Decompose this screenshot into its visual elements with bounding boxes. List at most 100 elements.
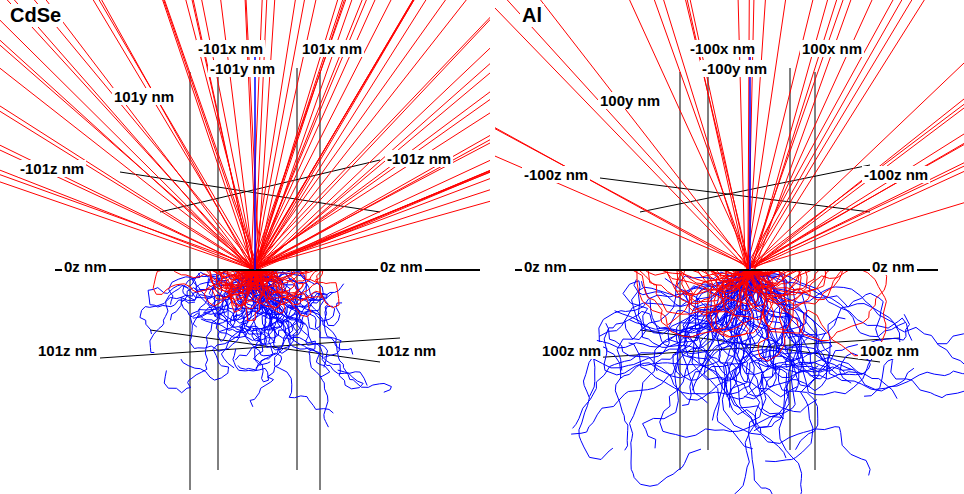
axis-label: 101z nm <box>36 342 99 359</box>
backscatter-path <box>750 270 798 287</box>
electron-path <box>750 270 964 391</box>
electron-path <box>750 270 964 368</box>
axis-label: -101x nm <box>196 40 265 57</box>
electron-path <box>629 270 750 334</box>
axis-label: -100z nm <box>862 166 930 183</box>
backscatter-path <box>752 2 964 267</box>
backscatter-path <box>259 15 490 268</box>
electron-path <box>253 270 323 337</box>
backscatter-path <box>256 0 490 267</box>
axis-label: 100z nm <box>540 342 603 359</box>
electron-path <box>255 270 333 413</box>
backscatter-path <box>749 0 964 270</box>
backscatter-path <box>710 270 750 330</box>
electron-path <box>750 270 912 341</box>
backscatter-path <box>645 270 750 286</box>
axis-label: -100z nm <box>522 166 590 183</box>
electron-path <box>140 270 255 334</box>
backscatter-path <box>251 0 490 269</box>
backscatter-path <box>746 0 964 267</box>
electron-path <box>750 270 831 369</box>
backscatter-path <box>255 0 487 266</box>
backscatter-path <box>0 74 255 270</box>
axis-label: 0z nm <box>378 258 425 275</box>
panel-title: CdSe <box>8 4 63 27</box>
axis-label: 101y nm <box>112 88 176 105</box>
backscatter-path <box>752 0 964 267</box>
electron-path <box>750 270 905 337</box>
backscatter-path <box>678 270 750 312</box>
axis-label: 100y nm <box>598 92 662 109</box>
backscatter-path <box>754 0 964 267</box>
backscatter-path <box>258 0 456 268</box>
backscatter-path <box>258 37 490 270</box>
axis-label: 101x nm <box>300 40 364 57</box>
electron-path <box>181 270 276 333</box>
electron-path <box>750 270 914 389</box>
backscatter-path <box>754 0 964 266</box>
backscatter-path <box>743 270 773 296</box>
axis-label: -101z nm <box>18 160 86 177</box>
electron-path <box>615 270 768 338</box>
backscatter-path <box>746 0 964 268</box>
electron-path <box>654 270 750 371</box>
electron-path <box>169 270 257 320</box>
axis-label: -101z nm <box>385 150 453 167</box>
backscatter-path <box>212 270 263 309</box>
backscatter-path <box>747 270 848 305</box>
beam-axis <box>255 40 750 270</box>
electron-trajectories <box>0 0 490 427</box>
backscatter-path <box>754 0 964 270</box>
panel-title: Al <box>520 4 544 27</box>
axis-label: -100x nm <box>688 40 757 57</box>
backscatter-path <box>750 94 964 268</box>
electron-path <box>722 270 870 475</box>
backscatter-path <box>749 0 947 269</box>
backscatter-path <box>749 0 964 269</box>
backscatter-path <box>700 270 750 337</box>
backscatter-path <box>667 270 752 302</box>
electron-path <box>579 270 750 459</box>
surface-line <box>55 270 938 271</box>
backscatter-path <box>252 0 490 267</box>
backscatter-path <box>258 0 490 267</box>
backscatter-path <box>251 0 490 266</box>
backscatter-path <box>632 270 752 337</box>
backscatter-path <box>258 35 490 268</box>
electron-path <box>632 270 750 331</box>
backscatter-path <box>257 0 490 266</box>
backscatter-path <box>258 0 490 267</box>
backscatter-path <box>255 0 490 269</box>
backscatter-path <box>206 270 255 293</box>
backscatter-path <box>257 0 490 267</box>
axis-frame <box>100 68 400 490</box>
axis-label: -101y nm <box>208 60 277 77</box>
electron-path <box>750 270 900 396</box>
backscatter-path <box>245 270 294 320</box>
electron-path <box>255 270 391 392</box>
electron-path <box>604 270 758 450</box>
backscatter-path <box>746 270 826 330</box>
axis-label: 100x nm <box>800 40 864 57</box>
electron-path <box>643 270 752 448</box>
backscatter-path <box>254 270 323 305</box>
axis-label: 0z nm <box>62 258 109 275</box>
axis-label: -100y nm <box>700 60 769 77</box>
electron-path <box>731 270 897 399</box>
axis-label: 0z nm <box>522 258 569 275</box>
backscatter-path <box>255 270 270 282</box>
axis-label: 0z nm <box>870 258 917 275</box>
axis-label: 101z nm <box>375 342 438 359</box>
backscatter-path <box>753 0 915 266</box>
electron-path <box>606 270 757 378</box>
axis-label: 100z nm <box>858 342 921 359</box>
electron-path <box>641 270 752 349</box>
electron-trajectories <box>495 0 964 494</box>
backscatter-path <box>257 0 386 269</box>
backscatter-path <box>251 0 490 269</box>
backscatter-path <box>753 0 964 267</box>
backscatter-path <box>219 270 255 289</box>
backscatter-path <box>755 0 957 269</box>
